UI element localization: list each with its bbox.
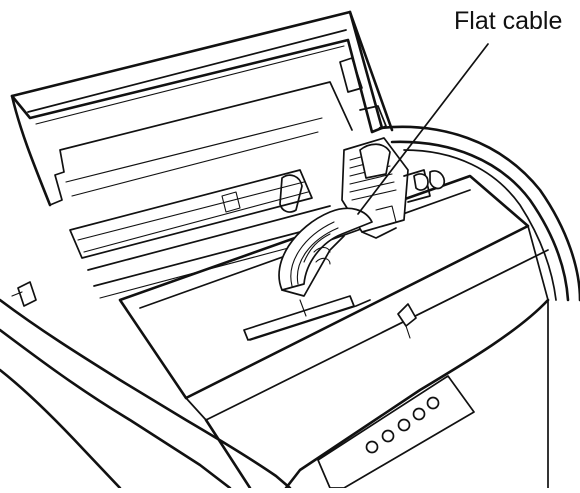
flat-cable	[279, 208, 372, 296]
printer-body	[0, 127, 580, 488]
panel-button-4	[414, 409, 425, 420]
panel-button-1	[367, 442, 378, 453]
panel-button-2	[383, 431, 394, 442]
panel-button-3	[399, 420, 410, 431]
open-cover	[12, 12, 392, 205]
panel-button-5	[428, 398, 439, 409]
flat-cable-label: Flat cable	[454, 6, 562, 36]
front-tab	[398, 304, 416, 338]
carriage-rail	[244, 296, 370, 340]
control-panel	[318, 376, 474, 488]
